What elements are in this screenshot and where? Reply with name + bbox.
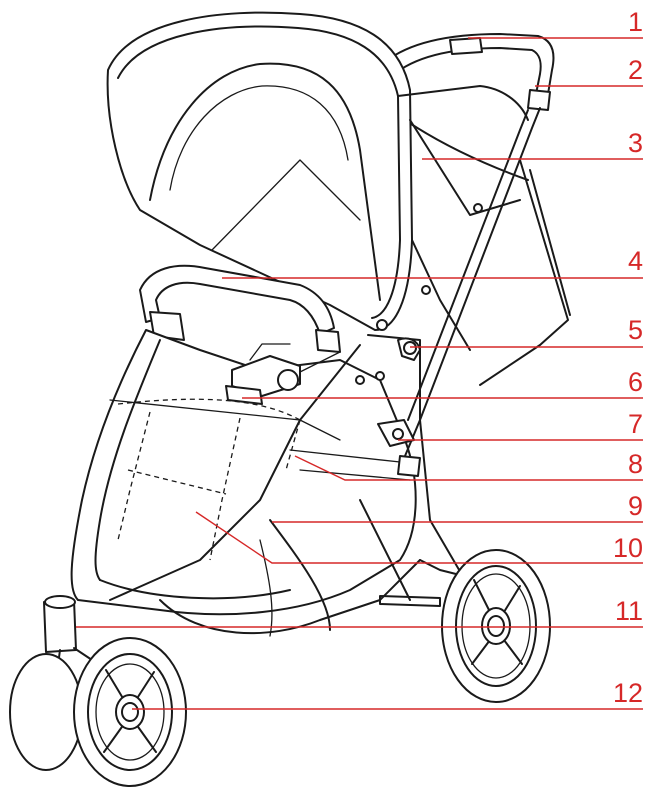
callout-11-label: 11 bbox=[615, 596, 643, 626]
front-wheel bbox=[9, 637, 187, 787]
callout-10-leader bbox=[195, 511, 643, 564]
callout-9-label: 9 bbox=[628, 491, 643, 521]
harness-buckle bbox=[225, 343, 341, 405]
callout-12-label: 12 bbox=[613, 678, 643, 708]
callout-labels: 1 2 3 4 5 6 7 8 9 10 11 12 bbox=[613, 7, 643, 708]
rear-wheel bbox=[441, 549, 551, 703]
callout-6-label: 6 bbox=[628, 367, 643, 397]
basket bbox=[159, 539, 421, 637]
seat bbox=[70, 329, 417, 631]
callout-7-label: 7 bbox=[628, 409, 643, 439]
frame-side bbox=[109, 334, 421, 601]
callout-3-label: 3 bbox=[628, 128, 643, 158]
callout-5-label: 5 bbox=[628, 315, 643, 345]
handlebar bbox=[384, 33, 555, 111]
callout-2-label: 2 bbox=[628, 55, 643, 85]
rear-frame bbox=[404, 107, 571, 581]
callout-10-label: 10 bbox=[613, 533, 643, 563]
callout-8-label: 8 bbox=[628, 449, 643, 479]
canopy bbox=[106, 11, 529, 351]
callout-1-label: 1 bbox=[628, 7, 643, 37]
bumper-bar bbox=[139, 264, 341, 353]
callout-4-label: 4 bbox=[628, 246, 643, 276]
callout-leaders bbox=[76, 37, 643, 710]
callout-8-leader bbox=[294, 455, 643, 481]
